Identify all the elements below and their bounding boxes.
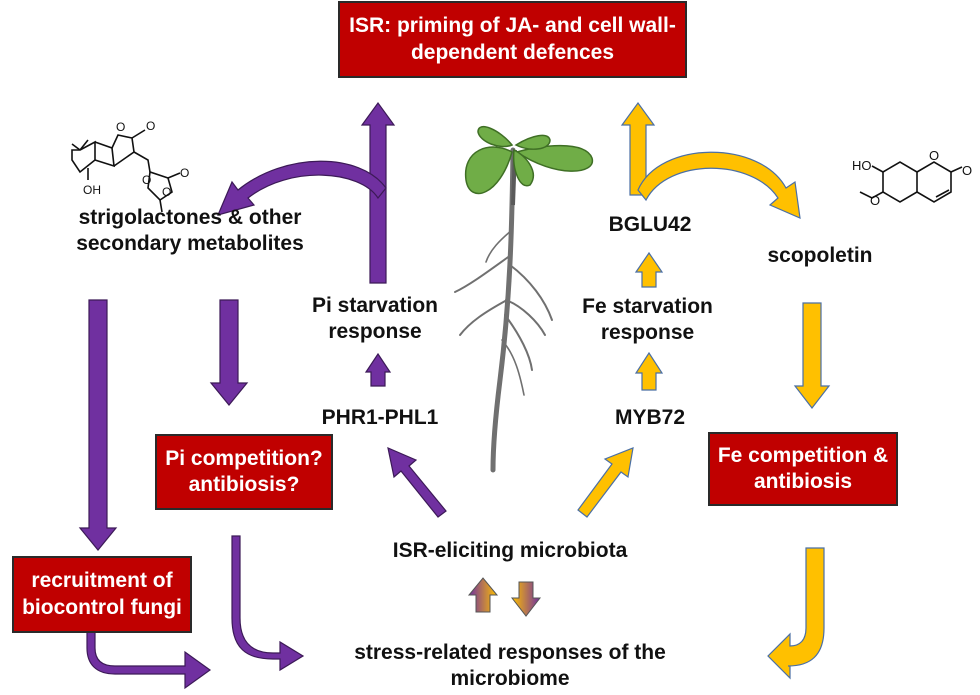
myb72-label: MYB72 xyxy=(614,406,686,429)
strigolactone-o-label-4: O xyxy=(162,185,171,199)
metabolites-line1: strigolactones & other xyxy=(78,206,302,229)
fungi-box-line1: recruitment of xyxy=(31,569,173,593)
phr1-phl1-label: PHR1-PHL1 xyxy=(321,406,439,429)
pi-competition-box: Pi competition? antibiosis? xyxy=(155,434,333,510)
fe-starvation-line2: response xyxy=(600,320,695,344)
arrow-curve-to-scopoletin xyxy=(637,151,801,219)
arrow-fe-to-bglu42 xyxy=(634,251,664,288)
arrow-scop-to-fecomp xyxy=(793,302,831,409)
isr-box-line1: ISR: priming of JA- and cell wall- xyxy=(349,14,676,38)
strigolactone-o-label-2: O xyxy=(146,119,155,133)
strigolactone-o-label-5: O xyxy=(180,166,189,180)
isr-priming-box: ISR: priming of JA- and cell wall- depen… xyxy=(338,1,687,78)
plant-icon xyxy=(454,126,593,473)
stress-responses-label: stress-related responses of the microbio… xyxy=(330,640,690,691)
strigolactone-structure-icon xyxy=(71,129,181,213)
arrow-microbiota-to-myb72 xyxy=(577,447,634,518)
arrow-phr1-to-pi xyxy=(364,352,392,387)
scopoletin-o-label-2: O xyxy=(962,163,972,178)
isr-box-line2: dependent defences xyxy=(410,40,615,64)
arrow-microbiota-to-phr1 xyxy=(387,446,447,518)
bglu42-label: BGLU42 xyxy=(608,213,692,236)
scopoletin-structure-icon xyxy=(859,161,963,203)
fe-box-line1: Fe competition & xyxy=(717,443,889,467)
arrow-metab-to-picomp xyxy=(209,299,249,406)
stress-line2: microbiome xyxy=(450,666,570,690)
arrow-gradient-down xyxy=(510,581,542,617)
fe-box-line2: antibiosis xyxy=(753,470,853,493)
strigolactone-o-label-3: O xyxy=(142,173,151,187)
scopoletin-o-label-3: O xyxy=(870,193,880,208)
arrow-gradient-up xyxy=(467,577,499,613)
fe-starvation-label: Fe starvation response xyxy=(565,294,730,345)
bidirectional-arrows xyxy=(467,577,542,617)
scopoletin-label: scopoletin xyxy=(767,244,873,267)
arrow-metab-to-fungi xyxy=(78,299,118,551)
pi-starvation-line1: Pi starvation xyxy=(311,294,439,317)
pi-box-line2: antibiosis? xyxy=(188,473,300,496)
pi-starvation-line2: response xyxy=(328,319,422,343)
fungi-box-line2: biocontrol fungi xyxy=(22,595,182,619)
scopoletin-ho-label: HO xyxy=(852,158,872,173)
recruitment-fungi-box: recruitment of biocontrol fungi xyxy=(12,556,192,633)
pi-starvation-label: Pi starvation response xyxy=(295,293,455,344)
fe-starvation-line1: Fe starvation xyxy=(582,295,713,318)
yellow-arrows xyxy=(577,101,831,680)
arrow-curve-to-strigolactones xyxy=(216,160,387,216)
arrow-myb72-to-fe xyxy=(634,351,664,391)
microbiota-label: ISR-eliciting microbiota xyxy=(392,539,628,562)
arrow-fungi-to-stress xyxy=(86,629,212,690)
fe-competition-box: Fe competition & antibiosis xyxy=(708,432,898,506)
arrow-pibox-to-stress xyxy=(231,535,305,672)
strigolactone-o-label-1: O xyxy=(116,120,125,134)
metabolites-label: strigolactones & other secondary metabol… xyxy=(60,205,320,256)
purple-arrows xyxy=(78,101,447,690)
pi-box-line1: Pi competition? xyxy=(165,446,323,470)
metabolites-line2: secondary metabolites xyxy=(76,231,304,255)
strigolactone-oh-label: OH xyxy=(83,183,101,197)
scopoletin-o-label-1: O xyxy=(929,148,939,163)
stress-line1: stress-related responses of the xyxy=(354,641,666,664)
